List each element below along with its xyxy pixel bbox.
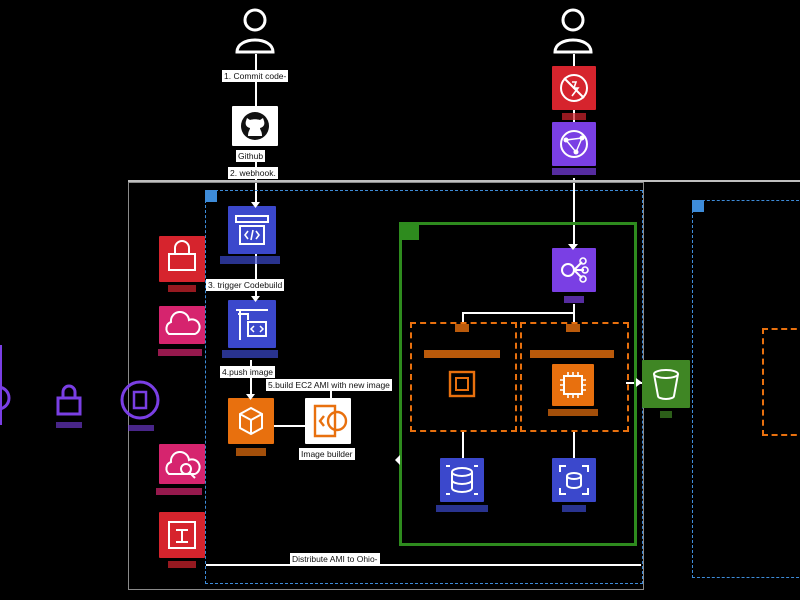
edge-split-left bbox=[462, 312, 464, 322]
secrets-manager-icon bbox=[159, 236, 205, 282]
codepipeline-icon bbox=[228, 206, 276, 254]
asg-right-banner bbox=[530, 350, 614, 358]
cloud-service-icon bbox=[159, 306, 205, 344]
cloudfront-icon bbox=[552, 122, 596, 166]
lock-caption-blur bbox=[56, 422, 82, 428]
edge-split-h bbox=[462, 312, 574, 314]
edge-build-ecr bbox=[250, 360, 252, 398]
step-commit-label: 1. Commit code- bbox=[222, 70, 289, 82]
edge-distribute bbox=[206, 564, 641, 566]
ecr-icon bbox=[228, 398, 274, 444]
config-icon bbox=[159, 512, 205, 558]
region-tag-secondary bbox=[692, 200, 704, 212]
waf-icon bbox=[552, 66, 596, 110]
s3-caption-blur bbox=[660, 411, 672, 418]
region-box-secondary bbox=[692, 200, 800, 578]
edge-ecr-imagebuilder bbox=[273, 425, 305, 427]
s3-bucket-icon bbox=[642, 360, 690, 408]
rds-icon bbox=[440, 458, 484, 502]
elb-caption-blur bbox=[564, 296, 584, 303]
edge-left-outer bbox=[0, 345, 2, 425]
elb-icon bbox=[552, 248, 596, 292]
asg-left-banner bbox=[424, 350, 500, 358]
lock-icon bbox=[52, 382, 86, 420]
step-distribute-label: Distribute AMI to Ohio- bbox=[290, 553, 380, 565]
image-builder-label: Image builder bbox=[299, 448, 355, 460]
edge-pipeline-build bbox=[255, 254, 257, 300]
edge-user-waf bbox=[573, 54, 575, 66]
waf-caption-blur bbox=[562, 113, 586, 120]
codebuild-icon bbox=[228, 300, 276, 348]
autoscaling-caption-blur bbox=[562, 505, 586, 512]
github-icon bbox=[232, 106, 278, 146]
asg-box-secondary bbox=[762, 328, 800, 436]
edge-asg-left-rds bbox=[462, 430, 464, 458]
edge-github-pipeline bbox=[255, 160, 257, 206]
ec2-icon bbox=[552, 364, 594, 406]
edge-cloudfront-elb bbox=[573, 178, 575, 248]
gateway-icon bbox=[118, 378, 162, 422]
asg-right-tag bbox=[566, 324, 580, 332]
step-build-ami-label: 5.build EC2 AMI with new image bbox=[266, 379, 392, 391]
edge-step5 bbox=[330, 387, 332, 399]
ec2-caption-blur bbox=[548, 409, 598, 416]
asg-box-left bbox=[410, 322, 517, 432]
cloudwatch-caption-blur bbox=[156, 488, 202, 495]
cloudwatch-icon bbox=[159, 444, 205, 484]
asg-left-tag bbox=[455, 324, 469, 332]
region-tag-primary bbox=[205, 190, 217, 202]
step-webhook-label: 2. webhook. bbox=[228, 167, 278, 179]
step-push-label: 4.push image bbox=[220, 366, 276, 378]
cloudfront-caption-blur bbox=[552, 168, 596, 175]
developer-user-icon bbox=[232, 6, 278, 54]
image-builder-icon bbox=[305, 398, 351, 444]
asg-box-right bbox=[520, 322, 629, 432]
ecr-caption-blur bbox=[236, 448, 266, 456]
vpc-box bbox=[399, 222, 637, 546]
codebuild-caption-blur bbox=[222, 350, 278, 358]
ec2-instance-icon-left bbox=[444, 366, 480, 402]
github-label: Github bbox=[236, 150, 266, 162]
config-caption-blur bbox=[168, 561, 196, 568]
vpc-tag bbox=[399, 222, 419, 240]
end-user-icon bbox=[550, 6, 596, 54]
step-trigger-label: 3. trigger Codebuild bbox=[206, 279, 285, 291]
edge-top-bar bbox=[128, 180, 800, 182]
secrets-caption-blur bbox=[168, 285, 196, 292]
edge-asg-right-db bbox=[573, 430, 575, 458]
gateway-caption-blur bbox=[128, 425, 154, 431]
rds-caption-blur bbox=[436, 505, 488, 512]
cloud-caption-blur bbox=[158, 349, 202, 356]
autoscaling-db-icon bbox=[552, 458, 596, 502]
codepipeline-caption-blur bbox=[220, 256, 280, 264]
endpoint-icon bbox=[0, 378, 16, 418]
